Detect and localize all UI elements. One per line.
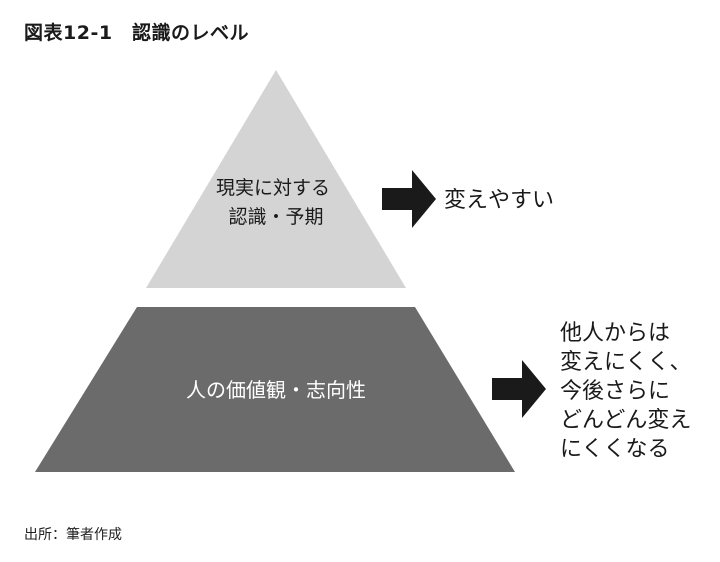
bottom-arrow-icon	[492, 360, 546, 418]
bottom-outcome-line: 他人からは	[560, 321, 670, 346]
top-arrow-icon	[382, 170, 436, 228]
top-tier-label: 現実に対する 認識・予期	[216, 177, 336, 228]
pyramid-bottom-tier	[35, 307, 515, 472]
top-outcome-line: 変えやすい	[444, 188, 554, 213]
bottom-outcome-line: 変えにくく、	[560, 350, 692, 375]
figure-title: 図表12-1 認識のレベル	[24, 22, 250, 44]
bottom-tier-label-line: 人の価値観・志向性	[186, 378, 366, 402]
bottom-outcome-text: 他人からは 変えにくく、 今後さらに どんどん変え にくくなる	[560, 321, 699, 462]
bottom-tier-label: 人の価値観・志向性	[186, 378, 366, 402]
source-note: 出所：筆者作成	[24, 527, 122, 543]
top-tier-label-line: 現実に対する	[216, 177, 330, 199]
bottom-outcome-line: 今後さらに	[560, 379, 670, 404]
bottom-outcome-line: どんどん変え	[560, 408, 691, 433]
top-tier-label-line: 認識・予期	[228, 206, 323, 228]
top-outcome-text: 変えやすい	[444, 188, 554, 213]
bottom-outcome-line: にくくなる	[560, 437, 670, 462]
pyramid-top-tier	[146, 70, 406, 288]
